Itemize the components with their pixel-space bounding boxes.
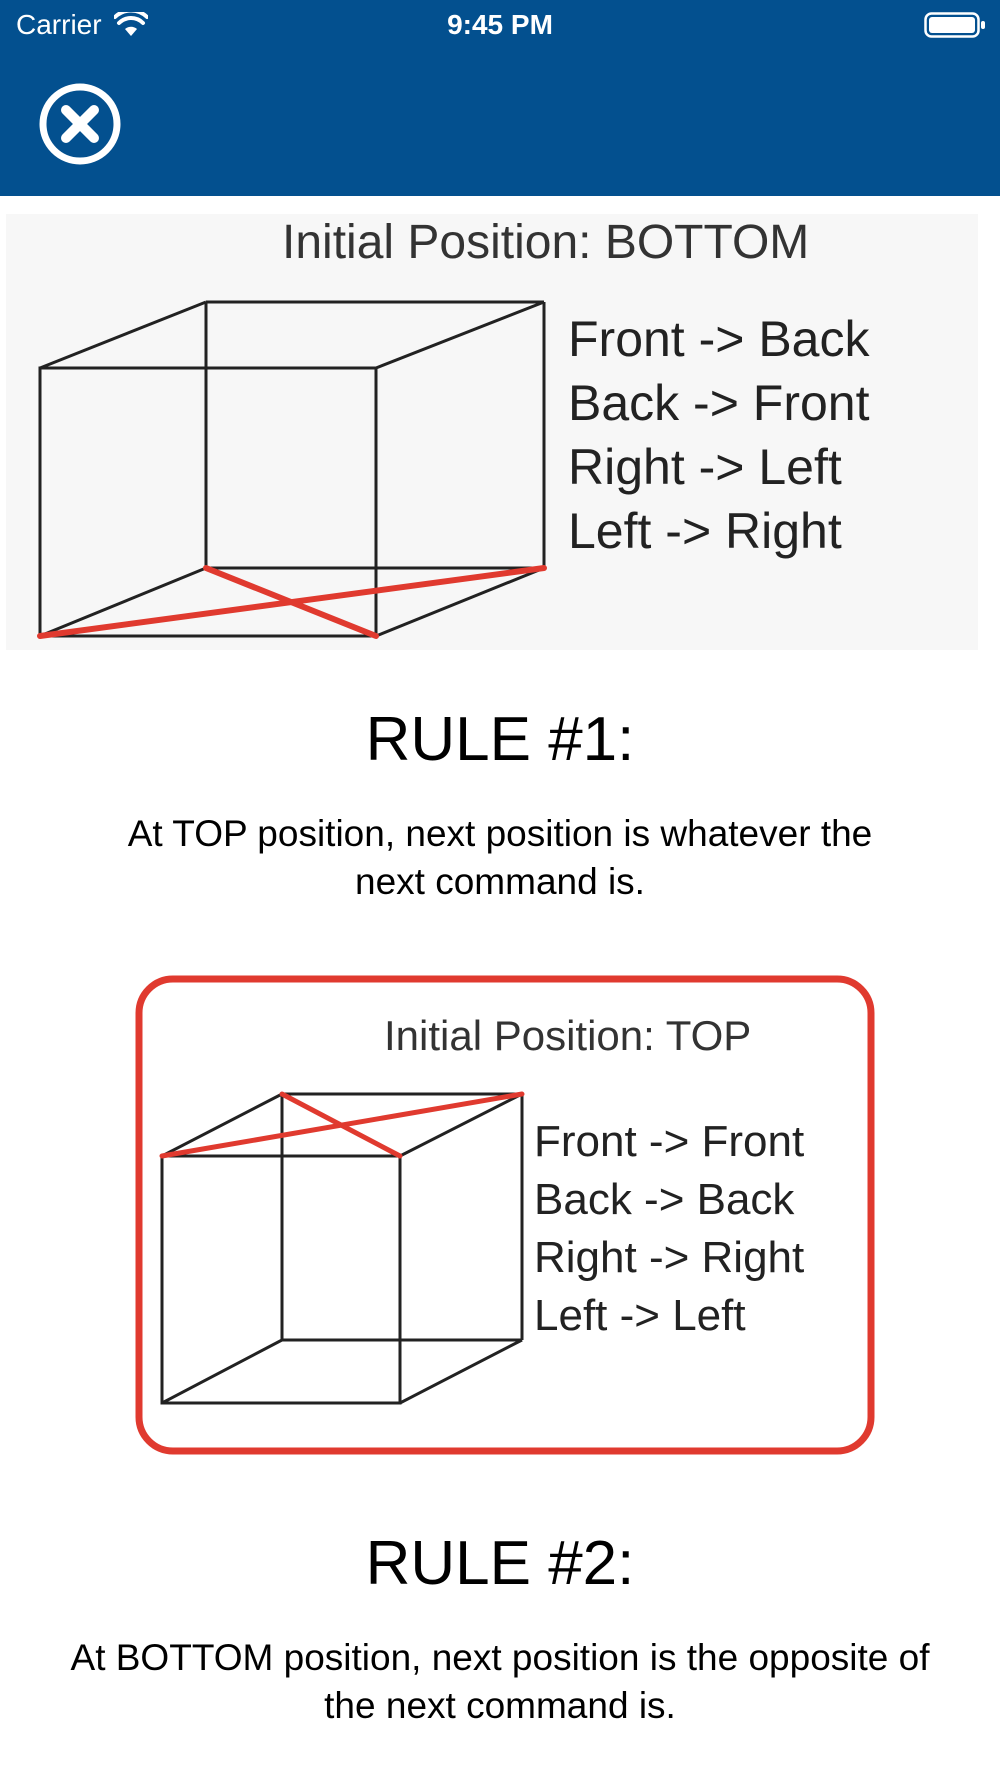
battery-icon: [924, 12, 985, 38]
top-mapping-left: Left -> Left: [534, 1291, 746, 1340]
wifi-icon: [113, 12, 148, 36]
rule-1-text: At TOP position, next position is whatev…: [10, 810, 990, 906]
status-bar: Carrier 9:45 PM: [0, 0, 1000, 50]
bottom-mapping-back: Back -> Front: [568, 375, 870, 431]
diagram-top-title: Initial Position: TOP: [384, 1012, 751, 1059]
rule-2-text: At BOTTOM position, next position is the…: [10, 1634, 990, 1730]
bottom-mapping-front: Front -> Back: [568, 311, 870, 367]
carrier-indicator: Carrier: [16, 8, 148, 42]
nav-header: Carrier 9:45 PM: [0, 0, 1000, 196]
rule-2-text-line-2: the next command is.: [324, 1685, 676, 1726]
status-time: 9:45 PM: [447, 9, 553, 40]
diagram-bottom-title: Initial Position: BOTTOM: [282, 216, 809, 269]
rule-1-text-line-2: next command is.: [355, 861, 645, 902]
cube-diagram-top: Initial Position: TOP Front -> Front Bac…: [135, 975, 875, 1455]
rule-2-title: RULE #2:: [365, 1529, 635, 1598]
close-circle-icon: [39, 83, 121, 165]
carrier-label: Carrier: [16, 9, 102, 40]
bottom-mapping-right: Right -> Left: [568, 439, 842, 495]
close-button[interactable]: [38, 82, 122, 166]
top-mapping-back: Back -> Back: [534, 1175, 795, 1224]
rule-1-text-line-1: At TOP position, next position is whatev…: [127, 813, 873, 854]
cube-diagram-bottom: Initial Position: BOTTOM Front -> Back B…: [6, 214, 978, 650]
rule-1-title: RULE #1:: [365, 705, 635, 774]
top-mapping-front: Front -> Front: [534, 1117, 804, 1166]
rule-2-text-line-1: At BOTTOM position, next position is the…: [70, 1637, 930, 1678]
bottom-mapping-left: Left -> Right: [568, 503, 842, 559]
top-mapping-right: Right -> Right: [534, 1233, 804, 1282]
